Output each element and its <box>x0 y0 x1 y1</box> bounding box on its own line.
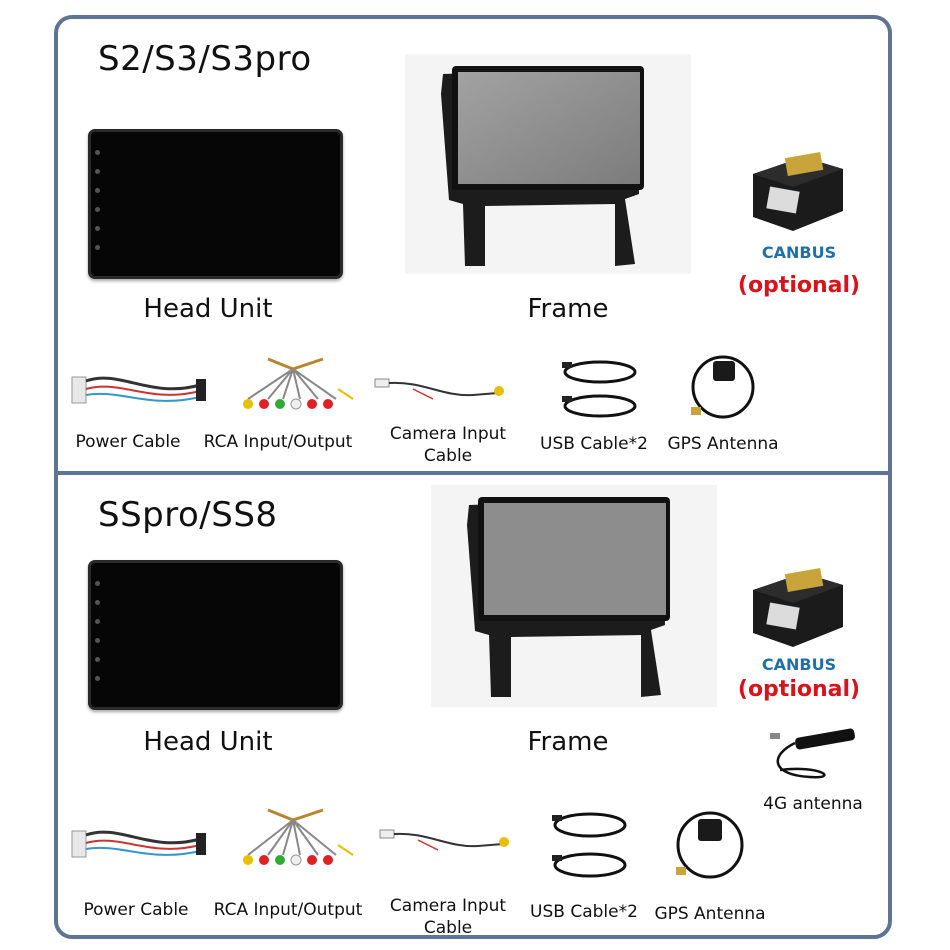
usb-cable-label: USB Cable*2 <box>530 902 638 922</box>
rca-label: RCA Input/Output <box>203 432 353 452</box>
usb-cable-image <box>558 354 643 424</box>
camera-cable-image <box>373 369 508 414</box>
head-unit-image <box>88 560 343 710</box>
head-unit-label: Head Unit <box>143 727 273 757</box>
usb-cable-image <box>548 805 633 885</box>
canbus-box-image <box>748 139 848 239</box>
power-cable-image <box>70 359 210 419</box>
head-unit-image <box>88 129 343 279</box>
camera-cable-label-line2: Cable <box>423 446 473 466</box>
gps-antenna-label: GPS Antenna <box>654 904 766 924</box>
gps-antenna-image <box>668 805 753 885</box>
rca-label: RCA Input/Output <box>213 900 363 920</box>
camera-cable-label-line1: Camera Input <box>389 424 507 444</box>
camera-cable-label-line2: Cable <box>423 918 473 938</box>
section-sspro-ss8: SSpro/SS8 Head Unit Frame CANBUS (option… <box>58 475 888 938</box>
rca-cable-image <box>228 805 358 875</box>
camera-cable-image <box>378 820 513 865</box>
gps-antenna-label: GPS Antenna <box>667 434 779 454</box>
section-title: S2/S3/S3pro <box>98 39 312 79</box>
camera-cable-label-line1: Camera Input <box>389 896 507 916</box>
optional-label: (optional) <box>737 677 861 702</box>
canbus-label: CANBUS <box>761 655 837 674</box>
frame-label: Frame <box>527 727 609 757</box>
power-cable-image <box>70 813 210 873</box>
section-title: SSpro/SS8 <box>98 495 278 535</box>
section-divider <box>58 471 888 475</box>
power-cable-label: Power Cable <box>75 432 181 452</box>
gps-antenna-image <box>683 349 763 424</box>
power-cable-label: Power Cable <box>83 900 189 920</box>
frame-image <box>431 485 717 707</box>
head-unit-label: Head Unit <box>143 294 273 324</box>
package-contents-panel: S2/S3/S3pro Head Unit Frame <box>54 15 892 939</box>
4g-antenna-image <box>760 725 860 790</box>
canbus-label: CANBUS <box>761 243 837 262</box>
frame-label: Frame <box>527 294 609 324</box>
4g-antenna-label: 4G antenna <box>763 794 863 814</box>
frame-image <box>405 54 691 274</box>
usb-cable-label: USB Cable*2 <box>540 434 648 454</box>
section-s2-s3-s3pro: S2/S3/S3pro Head Unit Frame <box>58 19 888 471</box>
optional-label: (optional) <box>737 273 861 298</box>
canbus-box-image <box>748 555 848 655</box>
rca-cable-image <box>228 354 358 419</box>
